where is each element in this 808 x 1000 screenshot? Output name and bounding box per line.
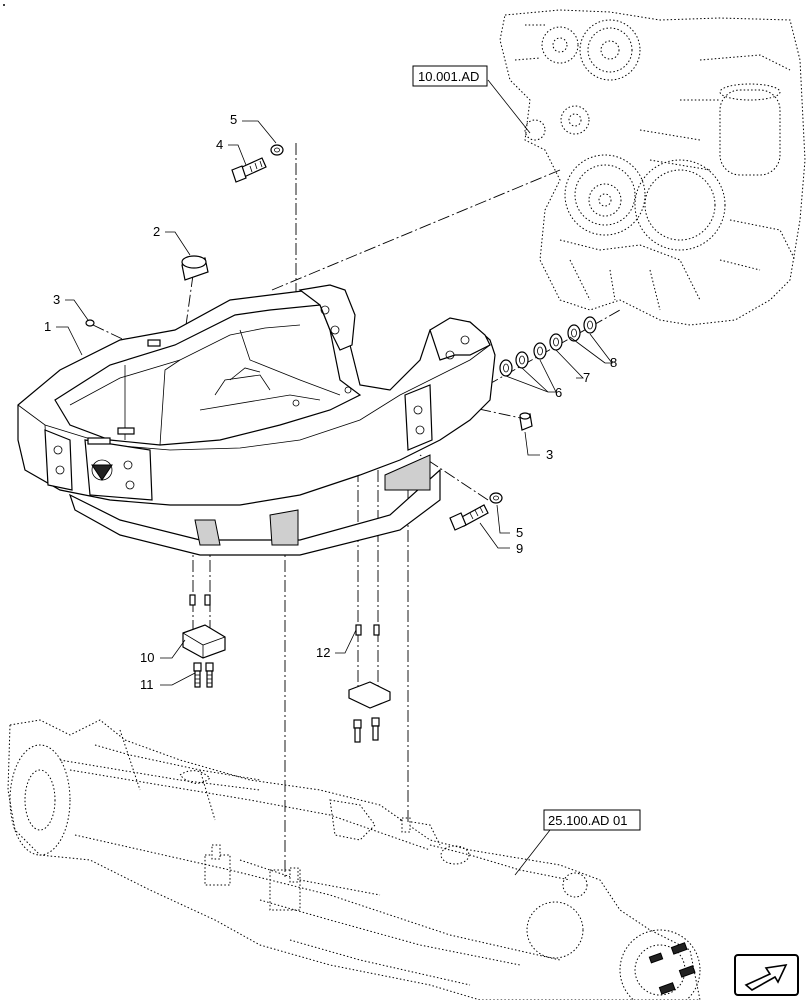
callout-1: 1: [44, 319, 51, 334]
engine-reference-label: 10.001.AD: [418, 69, 479, 84]
bolt-top: [231, 157, 267, 183]
callout-3-left: 3: [53, 292, 60, 307]
callout-9: 9: [516, 541, 523, 556]
pad-left: [182, 594, 226, 659]
front-support-bracket: [17, 284, 496, 556]
front-axle-assembly: [7, 719, 701, 1000]
callout-11: 11: [140, 677, 154, 692]
wheel-studs: [648, 942, 696, 995]
corner-mark: [3, 4, 5, 6]
bolt-lower: [449, 504, 489, 531]
callout-labels: 5 4 2 3 1 8 7 6 3 5 9 10 11 12: [44, 112, 617, 692]
pad-right: [348, 624, 391, 743]
callout-12: 12: [316, 645, 330, 660]
callout-10: 10: [140, 650, 154, 665]
dowel-left: [85, 319, 95, 327]
leader-lines: [56, 79, 613, 876]
axle-reference[interactable]: 25.100.AD 01: [543, 809, 641, 831]
engine-assembly: [499, 9, 806, 326]
shim-rings: [499, 316, 597, 377]
next-page-arrow-icon[interactable]: [734, 954, 799, 996]
axle-reference-label: 25.100.AD 01: [548, 813, 628, 828]
plug-bushing: [181, 255, 209, 281]
callout-5-top: 5: [230, 112, 237, 127]
washer-lower: [489, 492, 503, 504]
callout-5-lower: 5: [516, 525, 523, 540]
callout-7: 7: [583, 370, 590, 385]
washer-top: [270, 144, 284, 156]
callout-3-right: 3: [546, 447, 553, 462]
callout-6: 6: [555, 385, 562, 400]
engine-reference[interactable]: 10.001.AD: [412, 65, 488, 87]
callout-2: 2: [153, 224, 160, 239]
callout-4: 4: [216, 137, 223, 152]
dowel-right: [519, 412, 533, 431]
callout-8: 8: [610, 355, 617, 370]
bolts-left: [193, 662, 214, 688]
